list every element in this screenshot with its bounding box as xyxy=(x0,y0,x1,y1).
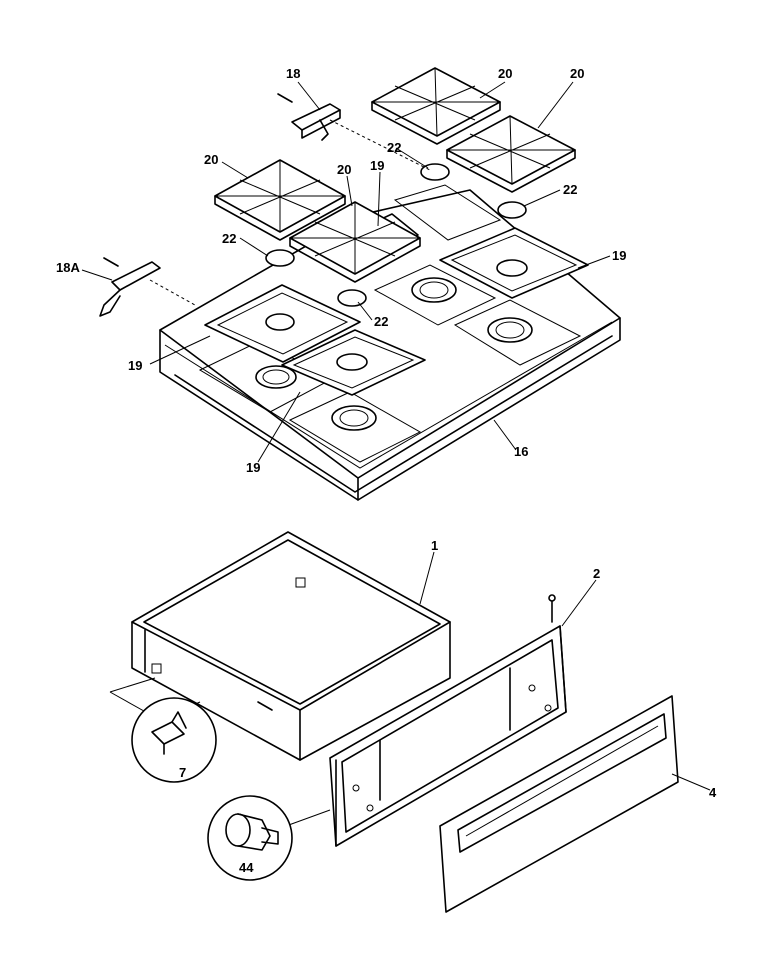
callout-labels: 18 20 20 20 20 19 22 22 22 18A 19 22 19 … xyxy=(56,66,717,875)
callout-22-left: 22 xyxy=(222,231,236,246)
callout-7: 7 xyxy=(179,765,186,780)
burner-caps xyxy=(265,163,527,307)
callout-2: 2 xyxy=(593,566,600,581)
burner-ring-front-center xyxy=(281,329,426,396)
bracket-18a xyxy=(99,257,196,317)
callout-1: 1 xyxy=(431,538,438,553)
callout-20-rear-left: 20 xyxy=(498,66,512,81)
callout-18a: 18A xyxy=(56,260,80,275)
burner-ring-front-left xyxy=(204,284,361,363)
grate-rear-right xyxy=(446,115,576,193)
callout-19-rear-right: 19 xyxy=(612,248,626,263)
drawer-handle-panel xyxy=(439,695,679,913)
callout-16: 16 xyxy=(514,444,528,459)
callout-18: 18 xyxy=(286,66,300,81)
callout-44: 44 xyxy=(239,860,254,875)
callout-19-front-center: 19 xyxy=(246,460,260,475)
callout-20-center: 20 xyxy=(337,162,351,177)
grate-center xyxy=(289,201,421,283)
leader-lines xyxy=(81,81,711,791)
callout-4: 4 xyxy=(709,785,717,800)
callout-20-rear-right: 20 xyxy=(570,66,584,81)
drawer-body xyxy=(131,531,451,761)
cooktop-burner-openings xyxy=(255,277,533,431)
bracket-18 xyxy=(277,93,431,171)
callout-20-left: 20 xyxy=(204,152,218,167)
callout-22-center: 22 xyxy=(374,314,388,329)
callout-19-front-left: 19 xyxy=(128,358,142,373)
callout-22-rear-left: 22 xyxy=(387,140,401,155)
detail-knob-44 xyxy=(207,795,331,881)
grate-rear-left xyxy=(371,67,501,145)
detail-clip-7 xyxy=(109,677,217,783)
burner-ring-rear-right xyxy=(439,227,589,299)
drawer-front-panel xyxy=(329,594,567,847)
callout-19-rear-center: 19 xyxy=(370,158,384,173)
callout-22-rear-right: 22 xyxy=(563,182,577,197)
